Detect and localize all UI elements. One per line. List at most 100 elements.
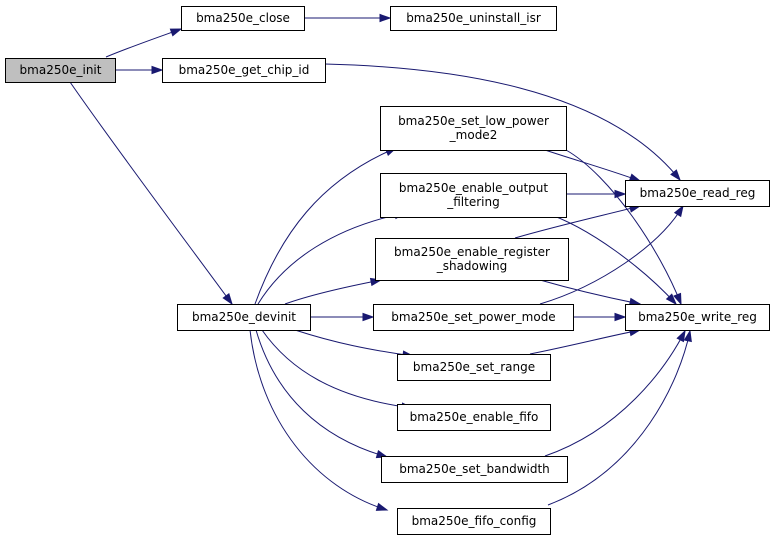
call-edges xyxy=(69,13,692,511)
edge-bma250e_close-to-bma250e_uninstall_isr xyxy=(304,13,392,23)
arrowhead-icon xyxy=(375,502,389,511)
edge-line xyxy=(542,211,677,305)
node-box xyxy=(375,238,569,281)
edge-bma250e_devinit-to-bma250e_set_range xyxy=(294,329,415,359)
arrowhead-icon xyxy=(673,204,684,218)
node-bma250e_close[interactable]: bma250e_close xyxy=(181,6,305,31)
node-label: bma250e_init xyxy=(20,63,102,77)
node-label: bma250e_set_low_power xyxy=(398,114,549,128)
edge-bma250e_set_power_mode-to-bma250e_read_reg xyxy=(539,204,684,305)
node-box xyxy=(397,508,551,535)
node-box xyxy=(625,180,770,207)
arrowhead-icon xyxy=(670,169,681,182)
node-bma250e_devinit[interactable]: bma250e_devinit xyxy=(177,304,311,331)
node-label: bma250e_fifo_config xyxy=(412,514,537,528)
arrowhead-icon xyxy=(151,65,164,75)
node-box xyxy=(162,58,326,83)
node-label: bma250e_get_chip_id xyxy=(179,63,310,77)
edge-line xyxy=(69,81,233,305)
edge-bma250e_set_range-to-bma250e_write_reg xyxy=(529,327,642,355)
edge-bma250e_enable_output_filtering-to-bma250e_write_reg xyxy=(542,211,678,306)
node-box xyxy=(380,173,567,218)
node-bma250e_enable_register_shadowing[interactable]: bma250e_enable_register_shadowing xyxy=(375,238,569,281)
arrowhead-icon xyxy=(614,312,627,322)
node-label: _filtering xyxy=(446,195,499,209)
edge-bma250e_init-to-bma250e_devinit xyxy=(69,81,233,306)
node-label: bma250e_enable_fifo xyxy=(410,410,539,424)
node-box xyxy=(625,304,770,331)
node-label: _mode2 xyxy=(449,128,498,142)
node-bma250e_read_reg[interactable]: bma250e_read_reg xyxy=(625,180,770,207)
node-label: bma250e_read_reg xyxy=(640,186,756,200)
edge-bma250e_set_power_mode-to-bma250e_write_reg xyxy=(573,312,627,322)
edge-bma250e_init-to-bma250e_close xyxy=(105,28,183,58)
node-bma250e_set_power_mode[interactable]: bma250e_set_power_mode xyxy=(373,304,574,331)
node-bma250e_enable_fifo[interactable]: bma250e_enable_fifo xyxy=(397,404,551,431)
edge-line xyxy=(294,329,414,357)
node-label: bma250e_set_power_mode xyxy=(391,310,555,324)
node-bma250e_write_reg[interactable]: bma250e_write_reg xyxy=(625,304,770,331)
node-box xyxy=(397,404,551,431)
arrowhead-icon xyxy=(665,293,678,306)
edge-bma250e_init-to-bma250e_get_chip_id xyxy=(115,65,164,75)
edge-line xyxy=(105,28,182,58)
edge-bma250e_devinit-to-bma250e_enable_register_shadowing xyxy=(284,277,383,305)
edge-line xyxy=(565,149,682,305)
node-label: bma250e_write_reg xyxy=(638,310,757,324)
edge-bma250e_set_bandwidth-to-bma250e_write_reg xyxy=(544,329,686,457)
edge-line xyxy=(284,279,382,305)
node-bma250e_get_chip_id[interactable]: bma250e_get_chip_id xyxy=(162,58,326,83)
function-nodes: bma250e_init bma250e_close bma250e_uninsta… xyxy=(5,6,770,535)
node-bma250e_set_low_power_mode2[interactable]: bma250e_set_low_power_mode2 xyxy=(380,106,567,151)
node-label: bma250e_set_bandwidth xyxy=(399,462,550,476)
arrowhead-icon xyxy=(628,173,642,182)
node-label: _shadowing xyxy=(436,259,508,273)
node-box xyxy=(177,304,311,331)
arrowhead-icon xyxy=(169,28,183,37)
node-label: bma250e_enable_output xyxy=(399,181,548,195)
arrowhead-icon xyxy=(614,189,627,199)
node-bma250e_set_range[interactable]: bma250e_set_range xyxy=(397,354,551,381)
edge-bma250e_devinit-to-bma250e_set_bandwidth xyxy=(255,329,389,459)
edge-line xyxy=(257,212,406,305)
node-bma250e_enable_output_filtering[interactable]: bma250e_enable_output_filtering xyxy=(380,173,567,218)
edge-bma250e_get_chip_id-to-bma250e_read_reg xyxy=(324,63,681,182)
node-label: bma250e_enable_register xyxy=(394,245,550,259)
arrowhead-icon xyxy=(362,312,375,322)
node-bma250e_uninstall_isr[interactable]: bma250e_uninstall_isr xyxy=(390,6,557,31)
arrowhead-icon xyxy=(676,329,686,343)
edge-line xyxy=(544,330,686,457)
node-box xyxy=(397,354,551,381)
node-label: bma250e_uninstall_isr xyxy=(406,11,541,25)
node-box xyxy=(5,58,116,83)
node-bma250e_set_bandwidth[interactable]: bma250e_set_bandwidth xyxy=(381,456,568,483)
edge-line xyxy=(514,205,641,239)
edge-line xyxy=(547,330,691,506)
edge-line xyxy=(261,329,413,409)
edge-line xyxy=(249,329,388,511)
node-label: bma250e_close xyxy=(196,11,290,25)
node-box xyxy=(380,106,567,151)
arrowhead-icon xyxy=(379,13,392,23)
edge-line xyxy=(539,205,684,305)
edge-line xyxy=(324,63,681,181)
edge-line xyxy=(255,329,388,458)
edge-bma250e_devinit-to-bma250e_set_power_mode xyxy=(310,312,375,322)
edge-bma250e_enable_output_filtering-to-bma250e_read_reg xyxy=(566,189,627,199)
node-box xyxy=(381,456,568,483)
arrowhead-icon xyxy=(683,329,692,343)
node-box xyxy=(373,304,574,331)
node-box xyxy=(390,6,557,31)
edge-bma250e_devinit-to-bma250e_fifo_config xyxy=(249,329,389,511)
arrowhead-icon xyxy=(222,293,233,306)
edge-bma250e_fifo_config-to-bma250e_write_reg xyxy=(547,329,692,506)
node-label: bma250e_set_range xyxy=(413,360,535,374)
edge-line xyxy=(529,329,641,355)
node-label: bma250e_devinit xyxy=(192,310,296,324)
edge-line xyxy=(254,147,397,305)
node-box xyxy=(181,6,305,31)
node-bma250e_init[interactable]: bma250e_init xyxy=(5,58,116,83)
node-bma250e_fifo_config[interactable]: bma250e_fifo_config xyxy=(397,508,551,535)
edge-bma250e_set_low_power_mode2-to-bma250e_write_reg xyxy=(565,149,682,306)
